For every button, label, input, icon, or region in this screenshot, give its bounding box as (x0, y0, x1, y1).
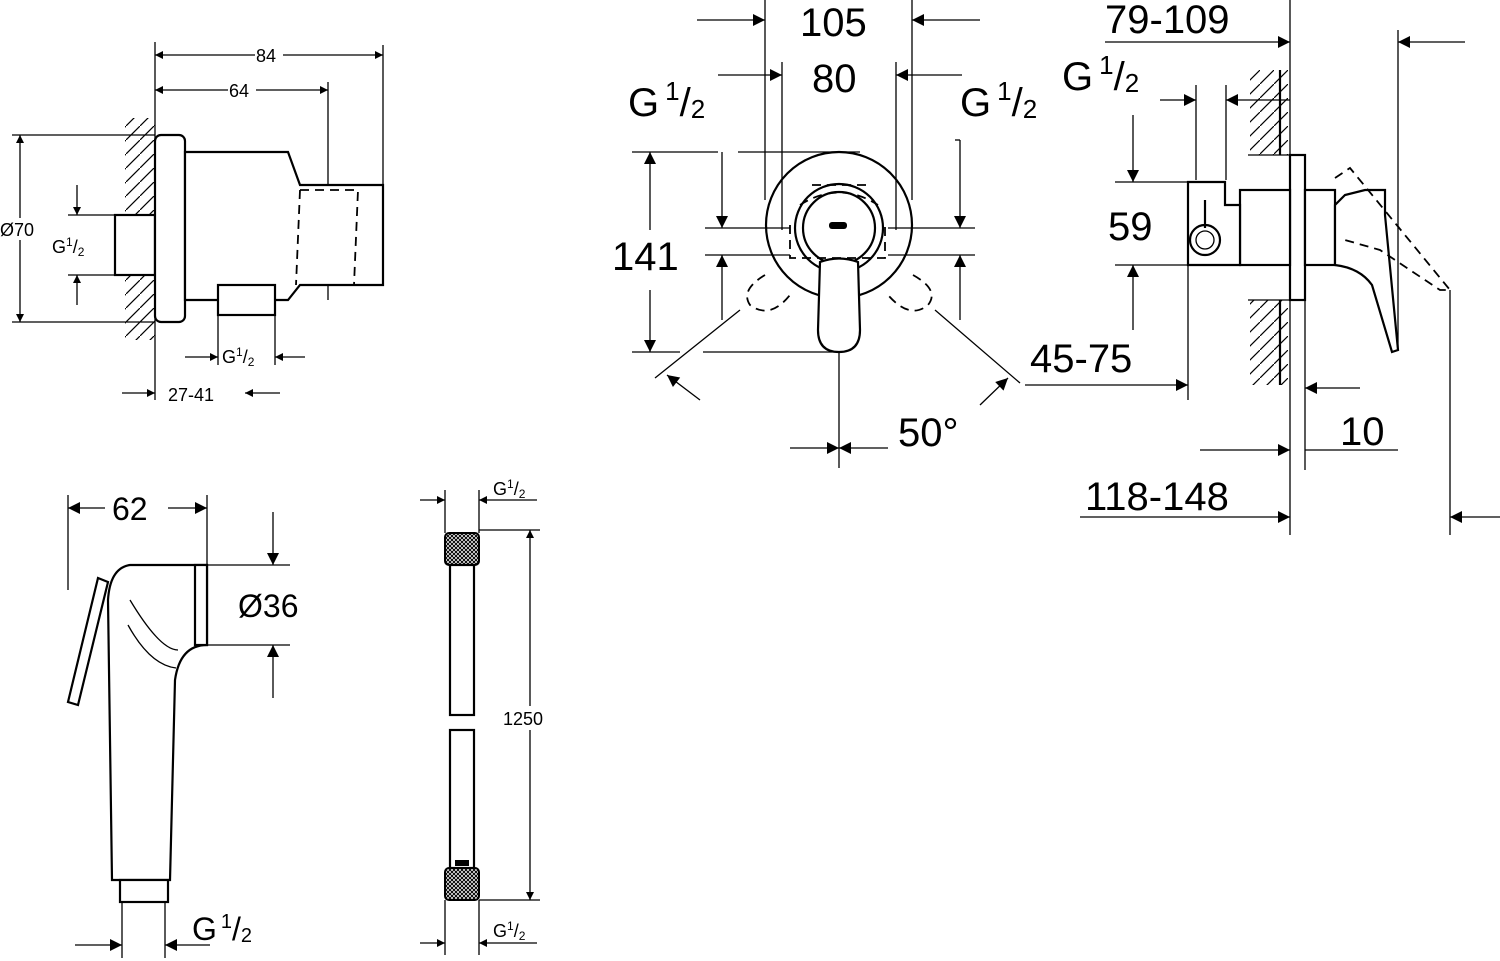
dim-118-148: 118-148 (1085, 475, 1229, 519)
dim-10: 10 (1340, 410, 1385, 454)
dim-64: 64 (229, 81, 249, 101)
thread-label-hose-top: G1/2 (493, 477, 526, 501)
thread-label-hose-bottom: G1/2 (493, 919, 526, 943)
thread-label-inlet: G1/2 (52, 235, 85, 259)
dim-80: 80 (812, 57, 857, 101)
bracket-outlet (216, 283, 277, 317)
side-lever (1333, 188, 1400, 354)
bracket-body (183, 150, 385, 302)
dim-84: 84 (256, 46, 276, 66)
dim-59: 59 (1108, 205, 1153, 249)
dim-79-109: 79-109 (1105, 0, 1230, 42)
dim-45-75: 45-75 (1030, 337, 1132, 381)
hose-segment-bottom (448, 728, 476, 870)
mixer-lever (816, 257, 862, 354)
shower-body (106, 563, 209, 882)
wall-bracket-view: 84 64 Ø70 G1/2 G1/2 27-41 (0, 42, 385, 405)
hose-nut-bottom (444, 867, 480, 901)
dim-angle-50: 50° (898, 411, 959, 455)
dim-141: 141 (612, 235, 679, 279)
hose-segment-top (448, 563, 476, 717)
side-flange (1288, 153, 1307, 302)
dim-62: 62 (112, 491, 148, 527)
dim-105: 105 (800, 1, 867, 45)
dim-diameter-36: Ø36 (238, 588, 298, 624)
hose-nut-top (444, 532, 480, 566)
shower-connector (118, 878, 170, 904)
bracket-flange (153, 133, 187, 324)
hose-view: G1/2 1250 G1/2 (420, 477, 550, 955)
thread-label-outlet: G1/2 (222, 345, 255, 369)
dim-diameter-70: Ø70 (0, 220, 34, 240)
wall-hatch-bottom (1250, 300, 1288, 385)
dim-1250: 1250 (503, 709, 543, 729)
inlet-pipe (113, 213, 157, 277)
valve-body (1238, 188, 1292, 267)
dim-27-41: 27-41 (168, 385, 214, 405)
side-escutcheon (1303, 188, 1337, 267)
wall-hatch-top (1250, 70, 1288, 155)
shower-trigger (66, 576, 110, 707)
